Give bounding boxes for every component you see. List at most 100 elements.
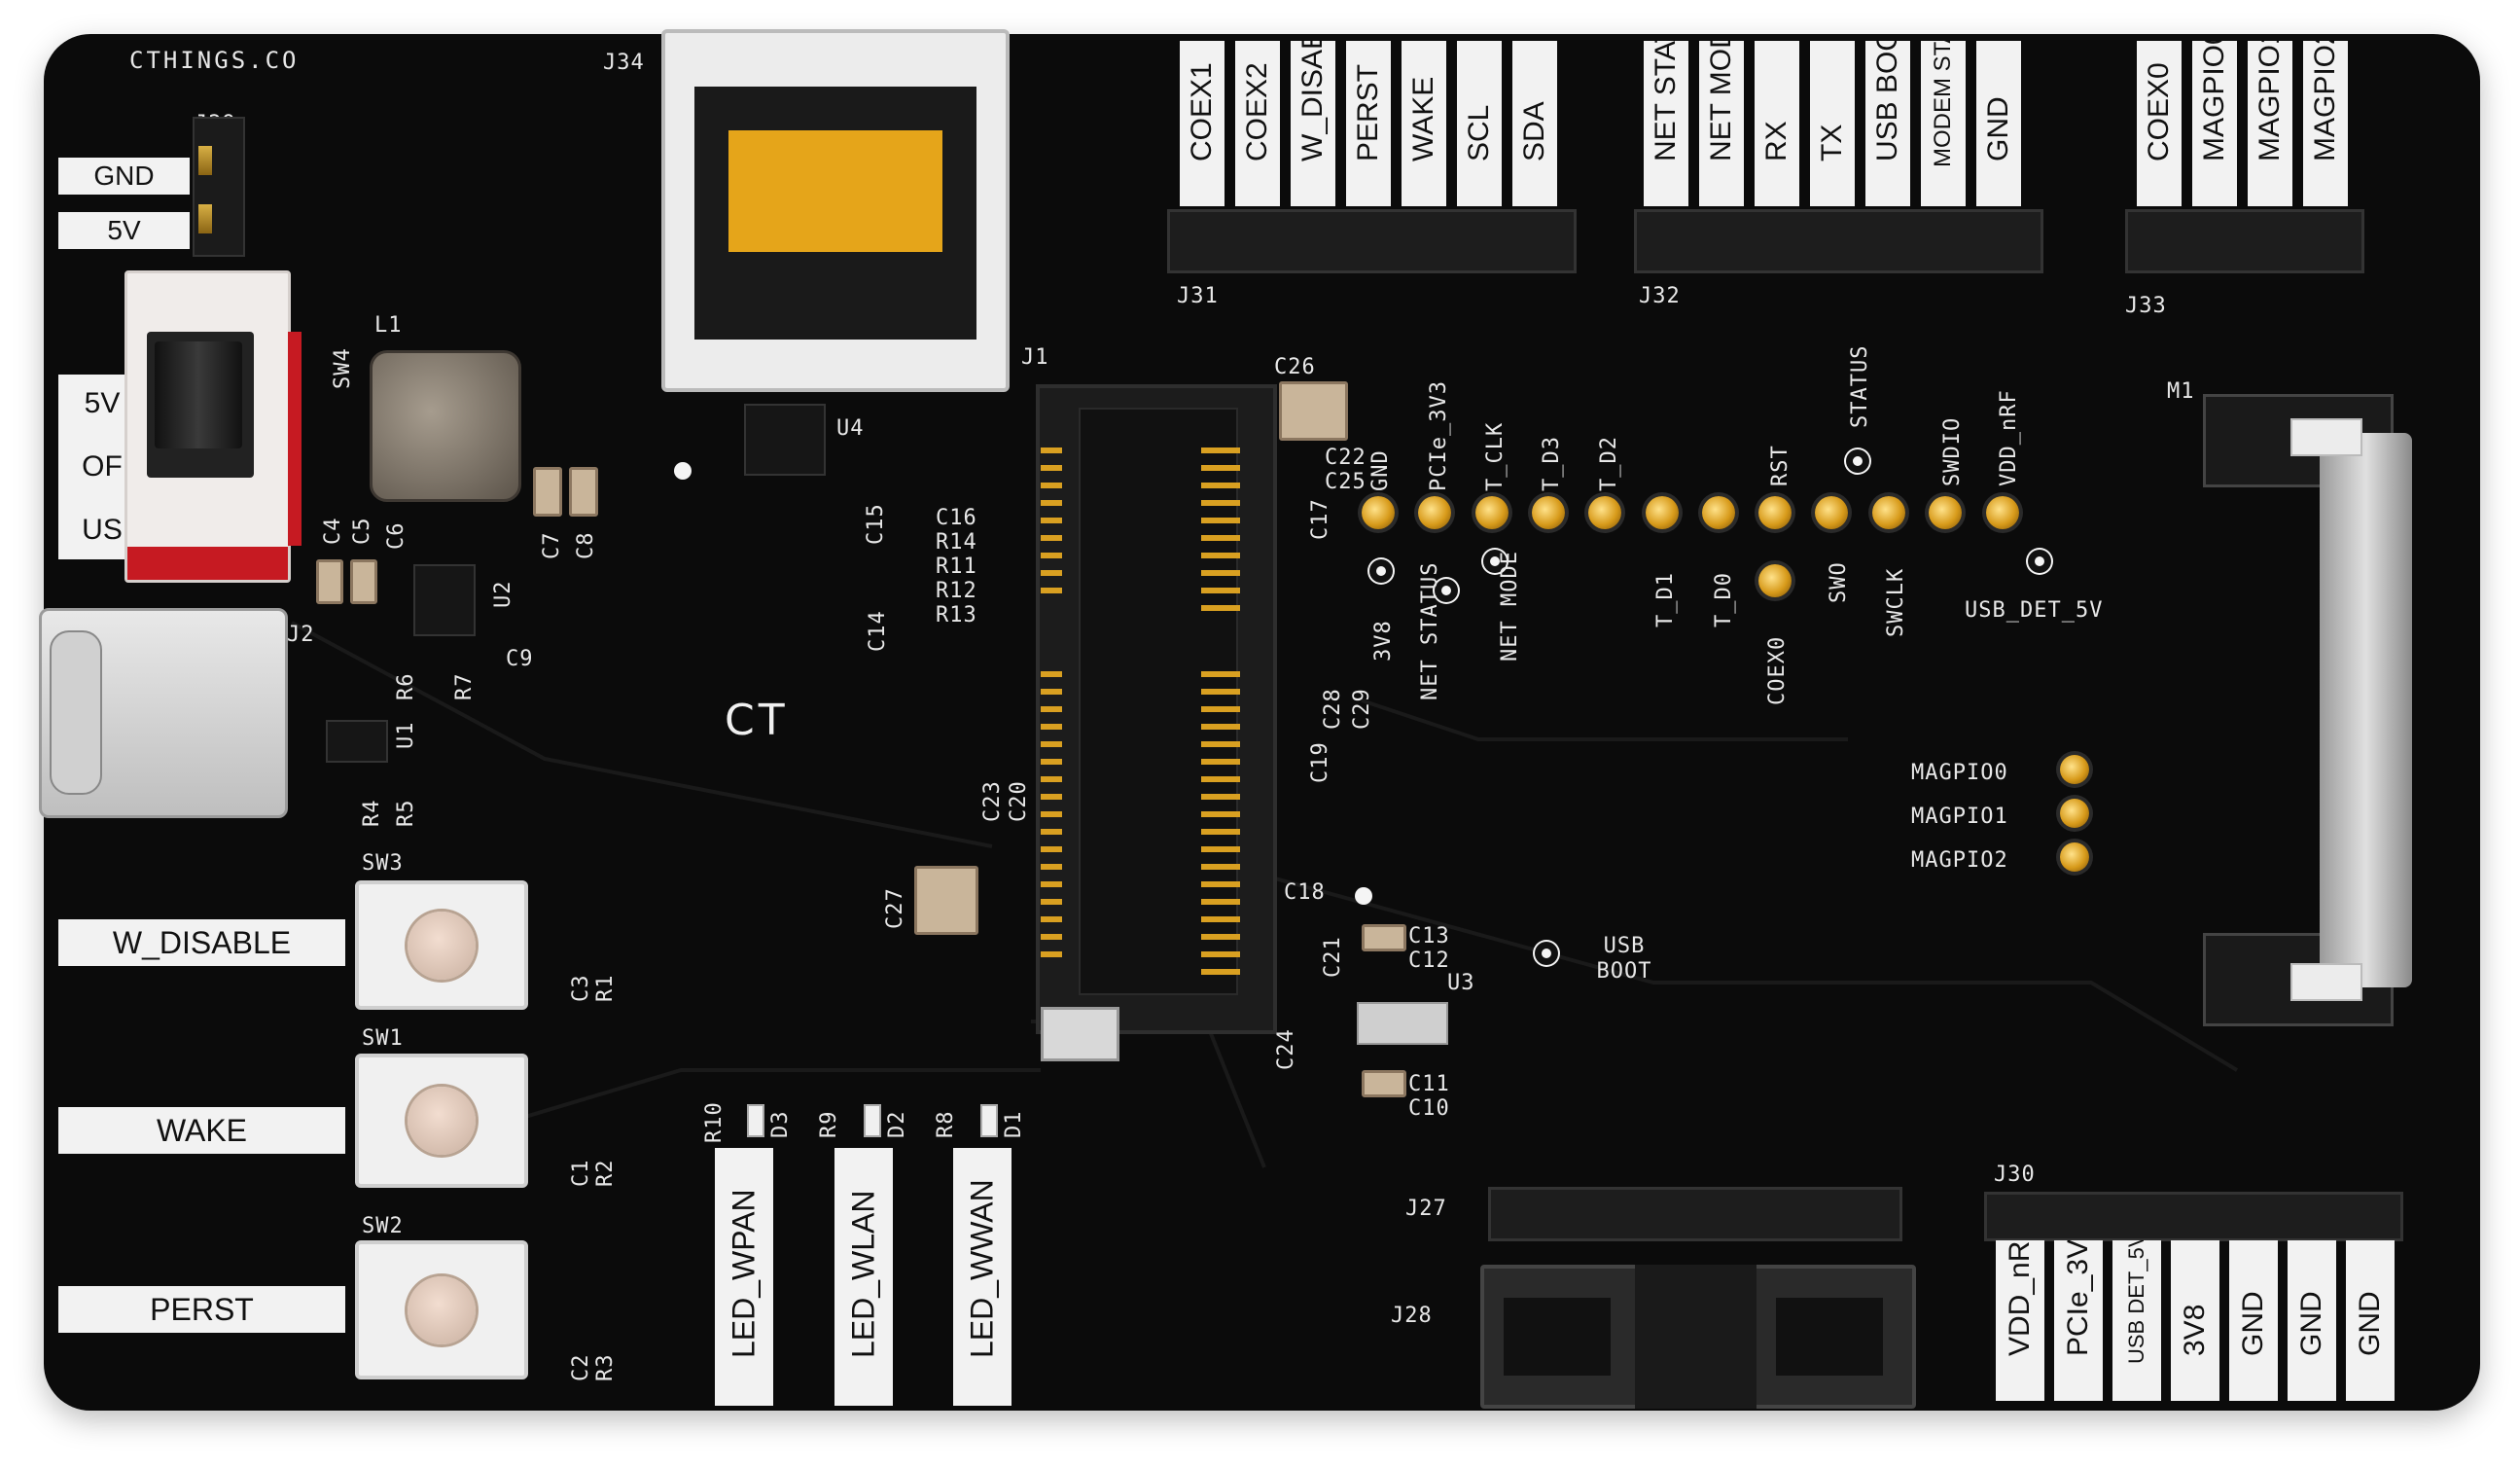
j31-ref: J31 bbox=[1177, 284, 1219, 308]
tp-label-swclk: SWCLK bbox=[1884, 567, 1908, 637]
r3-ref: R3 bbox=[593, 1353, 618, 1382]
holder-latch-bottom bbox=[2290, 963, 2362, 1001]
j29-pin bbox=[198, 146, 212, 175]
c12-ref: C12 bbox=[1408, 949, 1450, 973]
r6-ref: R6 bbox=[394, 672, 418, 701]
r12-ref: R12 bbox=[936, 579, 977, 603]
capacitor-c27 bbox=[914, 866, 978, 935]
tp-label-netstatus: NET STATUS bbox=[1418, 561, 1442, 700]
wake-button[interactable] bbox=[355, 1054, 528, 1188]
test-pin bbox=[1418, 496, 1451, 529]
tp-label-gnd: GND bbox=[1368, 449, 1393, 491]
inductor-l1 bbox=[370, 350, 521, 502]
c26-ref: C26 bbox=[1274, 355, 1316, 379]
c1-ref: C1 bbox=[569, 1159, 593, 1188]
usb-c-connector[interactable] bbox=[39, 608, 288, 818]
j30-label-text: GND bbox=[2295, 1291, 2327, 1356]
button-cap[interactable] bbox=[408, 1087, 476, 1155]
magpio-pin bbox=[2060, 755, 2089, 784]
tp-label-usbdet5v: USB_DET_5V bbox=[1965, 598, 2104, 623]
holder-rail bbox=[2320, 433, 2412, 987]
test-pin bbox=[1872, 496, 1905, 529]
capacitor bbox=[533, 467, 562, 517]
j28-slot-left bbox=[1504, 1298, 1611, 1376]
j33-header-body[interactable] bbox=[2125, 209, 2364, 273]
u2-ref: U2 bbox=[491, 580, 515, 609]
m1-ref: M1 bbox=[2167, 379, 2195, 404]
j32-label: RX bbox=[1755, 41, 1799, 206]
j31-label-text: W_DISABLE bbox=[1296, 41, 1329, 161]
c18-ref: C18 bbox=[1284, 880, 1326, 905]
d2-ref: D2 bbox=[885, 1110, 909, 1139]
j30-label: PCIe_3V3 bbox=[2054, 1240, 2103, 1401]
j33-label-text: COEX0 bbox=[2143, 62, 2175, 161]
c15-ref: C15 bbox=[864, 503, 888, 545]
ic-u4 bbox=[744, 404, 826, 476]
j33-ref: J33 bbox=[2125, 294, 2167, 318]
j32-label: GND bbox=[1976, 41, 2021, 206]
j30-header[interactable] bbox=[1984, 1192, 2403, 1241]
u1-ref: U1 bbox=[394, 721, 418, 750]
j32-label-text: NET MODE bbox=[1705, 41, 1737, 161]
w-disable-button[interactable] bbox=[355, 880, 528, 1010]
test-pin bbox=[1815, 496, 1848, 529]
j33-label-text: MAGPIO1 bbox=[2254, 41, 2286, 161]
j2-ref: J2 bbox=[287, 623, 315, 647]
j33-label: MAGPIO1 bbox=[2248, 41, 2292, 206]
magpio-pin bbox=[2060, 842, 2089, 872]
j32-label: NET MODE bbox=[1699, 41, 1744, 206]
c28-ref: C28 bbox=[1321, 688, 1345, 730]
perst-button[interactable] bbox=[355, 1240, 528, 1379]
u4-ref: U4 bbox=[836, 416, 865, 441]
d1-ref: D1 bbox=[1002, 1110, 1026, 1139]
j31-label: SDA bbox=[1512, 41, 1557, 206]
d3-ref: D3 bbox=[768, 1110, 793, 1139]
j30-label: 3V8 bbox=[2171, 1240, 2219, 1401]
j31-header-body[interactable] bbox=[1167, 209, 1577, 273]
button-cap[interactable] bbox=[408, 1275, 476, 1344]
button-cap[interactable] bbox=[408, 911, 476, 980]
tp-label-td3: T_D3 bbox=[1540, 436, 1564, 491]
j28-slot-right bbox=[1776, 1298, 1883, 1376]
j31-label: WAKE bbox=[1402, 41, 1446, 206]
j28-box-header[interactable] bbox=[1480, 1265, 1916, 1409]
j33-label-text: MAGPIO2 bbox=[2309, 41, 2341, 161]
led-label-text: LED_WWAN bbox=[964, 1179, 1000, 1358]
j27-header[interactable] bbox=[1488, 1187, 1902, 1241]
tp-label-3v8: 3V8 bbox=[1371, 620, 1396, 662]
c21-ref: C21 bbox=[1321, 936, 1345, 978]
j32-ref: J32 bbox=[1639, 284, 1681, 308]
c17-ref: C17 bbox=[1308, 498, 1332, 540]
led-label-wlan: LED_WLAN bbox=[834, 1148, 893, 1406]
j31-label-text: SDA bbox=[1518, 101, 1550, 161]
test-via bbox=[1435, 579, 1458, 602]
r8-ref: R8 bbox=[934, 1110, 958, 1139]
switch-usb-label: US bbox=[82, 514, 123, 546]
usb-boot-pad[interactable] bbox=[1535, 942, 1558, 965]
magpio-pin bbox=[2060, 799, 2089, 828]
led-label-text: LED_WLAN bbox=[845, 1190, 881, 1359]
l1-ref: L1 bbox=[374, 313, 403, 338]
mounting-dot bbox=[1355, 887, 1372, 905]
sim-card-holder[interactable] bbox=[661, 29, 1010, 392]
switch-knob[interactable] bbox=[155, 341, 242, 448]
r1-ref: R1 bbox=[593, 974, 618, 1003]
power-slide-switch[interactable] bbox=[124, 270, 302, 583]
tp-label-pcie3v3: PCIe_3V3 bbox=[1427, 380, 1451, 491]
r9-ref: R9 bbox=[817, 1110, 841, 1139]
c9-ref: C9 bbox=[506, 647, 534, 671]
holder-latch-top bbox=[2290, 418, 2362, 456]
j32-label-text: MODEM STATUS bbox=[1930, 41, 1956, 167]
j30-label-text: PCIe_3V3 bbox=[2062, 1240, 2094, 1356]
r13-ref: R13 bbox=[936, 603, 977, 627]
test-via bbox=[1483, 550, 1507, 573]
switch-red-base bbox=[127, 547, 288, 580]
j30-label: USB DET_5V bbox=[2112, 1240, 2161, 1401]
j32-header-body[interactable] bbox=[1634, 209, 2043, 273]
test-via bbox=[2028, 550, 2051, 573]
test-via bbox=[1846, 449, 1869, 473]
led-wwan bbox=[980, 1104, 998, 1137]
regulator-u3 bbox=[1357, 1002, 1448, 1045]
j31-label-text: COEX2 bbox=[1241, 62, 1273, 161]
